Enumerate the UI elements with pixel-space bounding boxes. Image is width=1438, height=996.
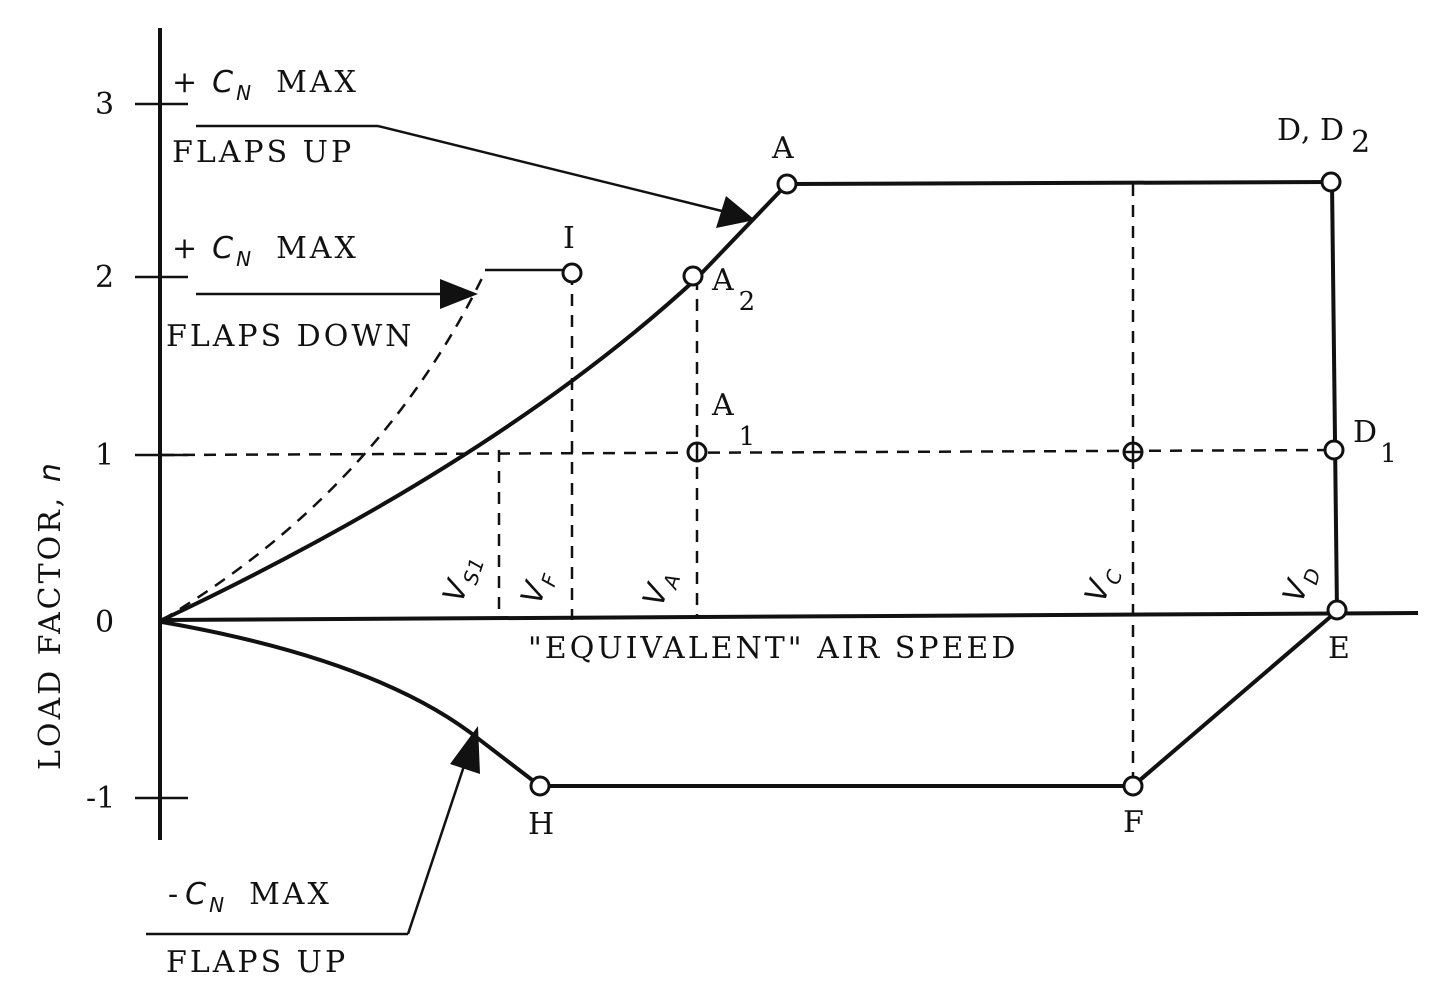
annotation-pos-cn-up-arrowhead — [716, 196, 755, 228]
point-A-label: A — [771, 131, 795, 166]
point-F-label: F — [1123, 805, 1145, 840]
y-tick-label-2: 2 — [95, 260, 114, 295]
x-axis-title: "EQUIVALENT" AIR SPEED — [528, 631, 1018, 666]
positive-stall-curve — [161, 182, 789, 622]
flaps-down-limit-line — [485, 268, 574, 273]
point-D-label: D, — [1277, 113, 1312, 148]
y-tick-label-1: 1 — [95, 438, 114, 473]
point-I-label: I — [563, 221, 576, 256]
vs1-label: VS1 — [436, 549, 489, 608]
point-F-marker — [1122, 775, 1144, 797]
point-I-marker — [561, 262, 583, 284]
point-A2-label: A2 — [711, 263, 756, 317]
point-D1-marker — [1323, 439, 1345, 461]
point-E-marker — [1326, 599, 1348, 621]
point-A2-marker — [682, 265, 704, 287]
annotation-pos-cn-down-flaps: FLAPS DOWN — [166, 319, 414, 354]
point-D1-label: D1 — [1353, 415, 1398, 469]
annotation-pos-cn-down-arrowhead — [440, 279, 478, 309]
annotation-neg-cn-up-arrowhead — [450, 726, 480, 774]
annotation-neg-cn-up-leader — [406, 759, 468, 935]
vc-label: VC — [1078, 561, 1127, 608]
envelope-top-line — [786, 180, 1331, 186]
envelope-negative-gust-line — [1131, 610, 1338, 788]
annotation-neg-cn-up-flaps: FLAPS UP — [166, 945, 348, 980]
y-tick-label-neg1: -1 — [86, 781, 115, 816]
point-H-marker — [529, 775, 551, 797]
vd-label: VD — [1276, 560, 1326, 608]
annotation-pos-cn-up-flaps: FLAPS UP — [172, 135, 354, 170]
point-D-marker — [1320, 171, 1342, 193]
y-tick-label-3: 3 — [95, 87, 114, 122]
negative-stall-curve — [161, 620, 542, 788]
point-A1-label: A1 — [711, 388, 756, 452]
y-tick-label-0: 0 — [95, 605, 114, 640]
flaps-down-stall-curve — [161, 271, 487, 622]
point-A-marker — [776, 173, 798, 195]
y-axis-title: LOAD FACTOR, n — [33, 460, 68, 770]
annotation-pos-cn-up-leader — [377, 124, 731, 215]
va-label: VA — [636, 565, 685, 612]
point-H-label: H — [528, 807, 555, 842]
point-E-label: E — [1328, 631, 1351, 666]
vf-label: VF — [514, 565, 563, 610]
envelope-dive-line — [1330, 181, 1339, 613]
x-axis — [159, 611, 1419, 622]
